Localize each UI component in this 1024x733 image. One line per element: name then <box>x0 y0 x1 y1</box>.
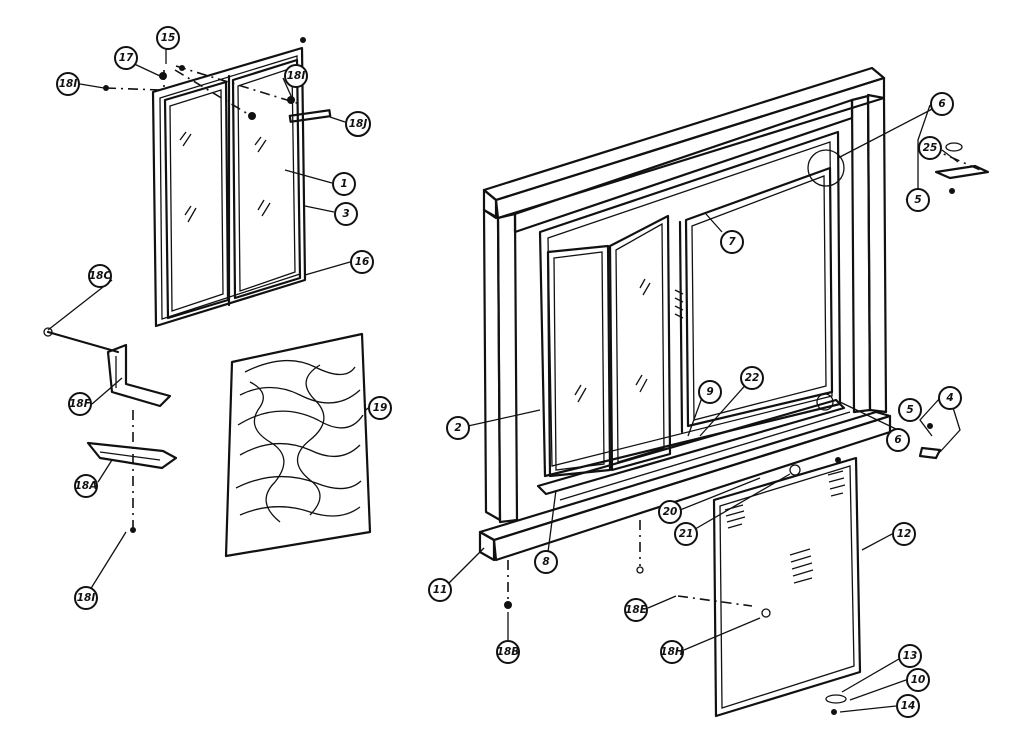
callout-10: 10 <box>906 668 930 692</box>
svg-text:5: 5 <box>914 194 921 206</box>
callout-22: 22 <box>740 366 764 390</box>
callout-1: 1 <box>332 172 356 196</box>
callout-15: 15 <box>156 26 180 50</box>
callout-20: 20 <box>658 500 682 524</box>
callout-6-top: 6 <box>930 92 954 116</box>
gasket-sheet <box>224 332 372 558</box>
svg-text:2: 2 <box>454 422 461 434</box>
callout-18c: 18C <box>88 264 112 288</box>
svg-text:15: 15 <box>161 32 176 44</box>
svg-text:9: 9 <box>706 386 713 398</box>
callout-3: 3 <box>334 202 358 226</box>
svg-text:17: 17 <box>119 52 134 64</box>
callout-5-bottom: 5 <box>898 398 922 422</box>
callout-18i-bottom: 18I <box>74 586 98 610</box>
svg-text:6: 6 <box>894 434 901 446</box>
callout-19: 19 <box>368 396 392 420</box>
bifold-door-assembly <box>151 46 332 328</box>
callout-18a: 18A <box>74 474 98 498</box>
svg-text:1: 1 <box>340 178 347 190</box>
inner-bifold-doors <box>546 166 834 478</box>
svg-text:18I: 18I <box>59 78 78 90</box>
callout-18j: 18J <box>345 111 371 137</box>
svg-text:25: 25 <box>923 142 938 154</box>
callout-13: 13 <box>898 644 922 668</box>
svg-text:18H: 18H <box>660 646 684 658</box>
svg-text:13: 13 <box>903 650 918 662</box>
svg-text:11: 11 <box>433 584 448 596</box>
fireplace-frame <box>478 66 892 562</box>
svg-text:18F: 18F <box>69 398 92 410</box>
svg-text:10: 10 <box>911 674 926 686</box>
callout-18b: 18B <box>496 640 520 664</box>
svg-text:3: 3 <box>342 208 349 220</box>
svg-text:18E: 18E <box>625 604 648 616</box>
svg-text:8: 8 <box>542 556 549 568</box>
callout-8: 8 <box>534 550 558 574</box>
callout-25: 25 <box>918 136 942 160</box>
callout-16: 16 <box>350 250 374 274</box>
callout-9: 9 <box>698 380 722 404</box>
mounting-bracket-lower <box>86 441 178 470</box>
callout-7: 7 <box>720 230 744 254</box>
callout-18e: 18E <box>624 598 648 622</box>
leader-lines <box>47 48 961 713</box>
svg-text:19: 19 <box>373 402 388 414</box>
svg-text:4: 4 <box>945 392 953 404</box>
callout-17: 17 <box>114 46 138 70</box>
callout-21: 21 <box>674 522 698 546</box>
callout-18h: 18H <box>660 640 684 664</box>
callout-6-bottom: 6 <box>886 428 910 452</box>
callout-18f: 18F <box>68 392 92 416</box>
svg-text:18C: 18C <box>89 270 112 282</box>
svg-text:21: 21 <box>679 528 694 540</box>
svg-text:7: 7 <box>728 236 736 248</box>
svg-text:18J: 18J <box>349 118 368 130</box>
callout-11: 11 <box>428 578 452 602</box>
callout-12: 12 <box>892 522 916 546</box>
mounting-bracket-upper <box>106 343 172 408</box>
svg-text:14: 14 <box>901 700 916 712</box>
callout-5-top: 5 <box>906 188 930 212</box>
svg-text:18I: 18I <box>287 70 306 82</box>
mesh-screen-panel <box>712 456 862 718</box>
svg-text:5: 5 <box>906 404 913 416</box>
svg-text:16: 16 <box>355 256 370 268</box>
svg-text:20: 20 <box>663 506 678 518</box>
callout-18i-top: 18I <box>284 64 308 88</box>
callout-14: 14 <box>896 694 920 718</box>
callout-18i-left: 18I <box>56 72 80 96</box>
callout-2: 2 <box>446 416 470 440</box>
svg-text:6: 6 <box>938 98 945 110</box>
svg-text:18B: 18B <box>497 646 520 658</box>
callout-4: 4 <box>938 386 962 410</box>
svg-text:22: 22 <box>745 372 760 384</box>
svg-text:12: 12 <box>897 528 912 540</box>
svg-text:18I: 18I <box>77 592 96 604</box>
svg-text:18A: 18A <box>75 480 98 492</box>
